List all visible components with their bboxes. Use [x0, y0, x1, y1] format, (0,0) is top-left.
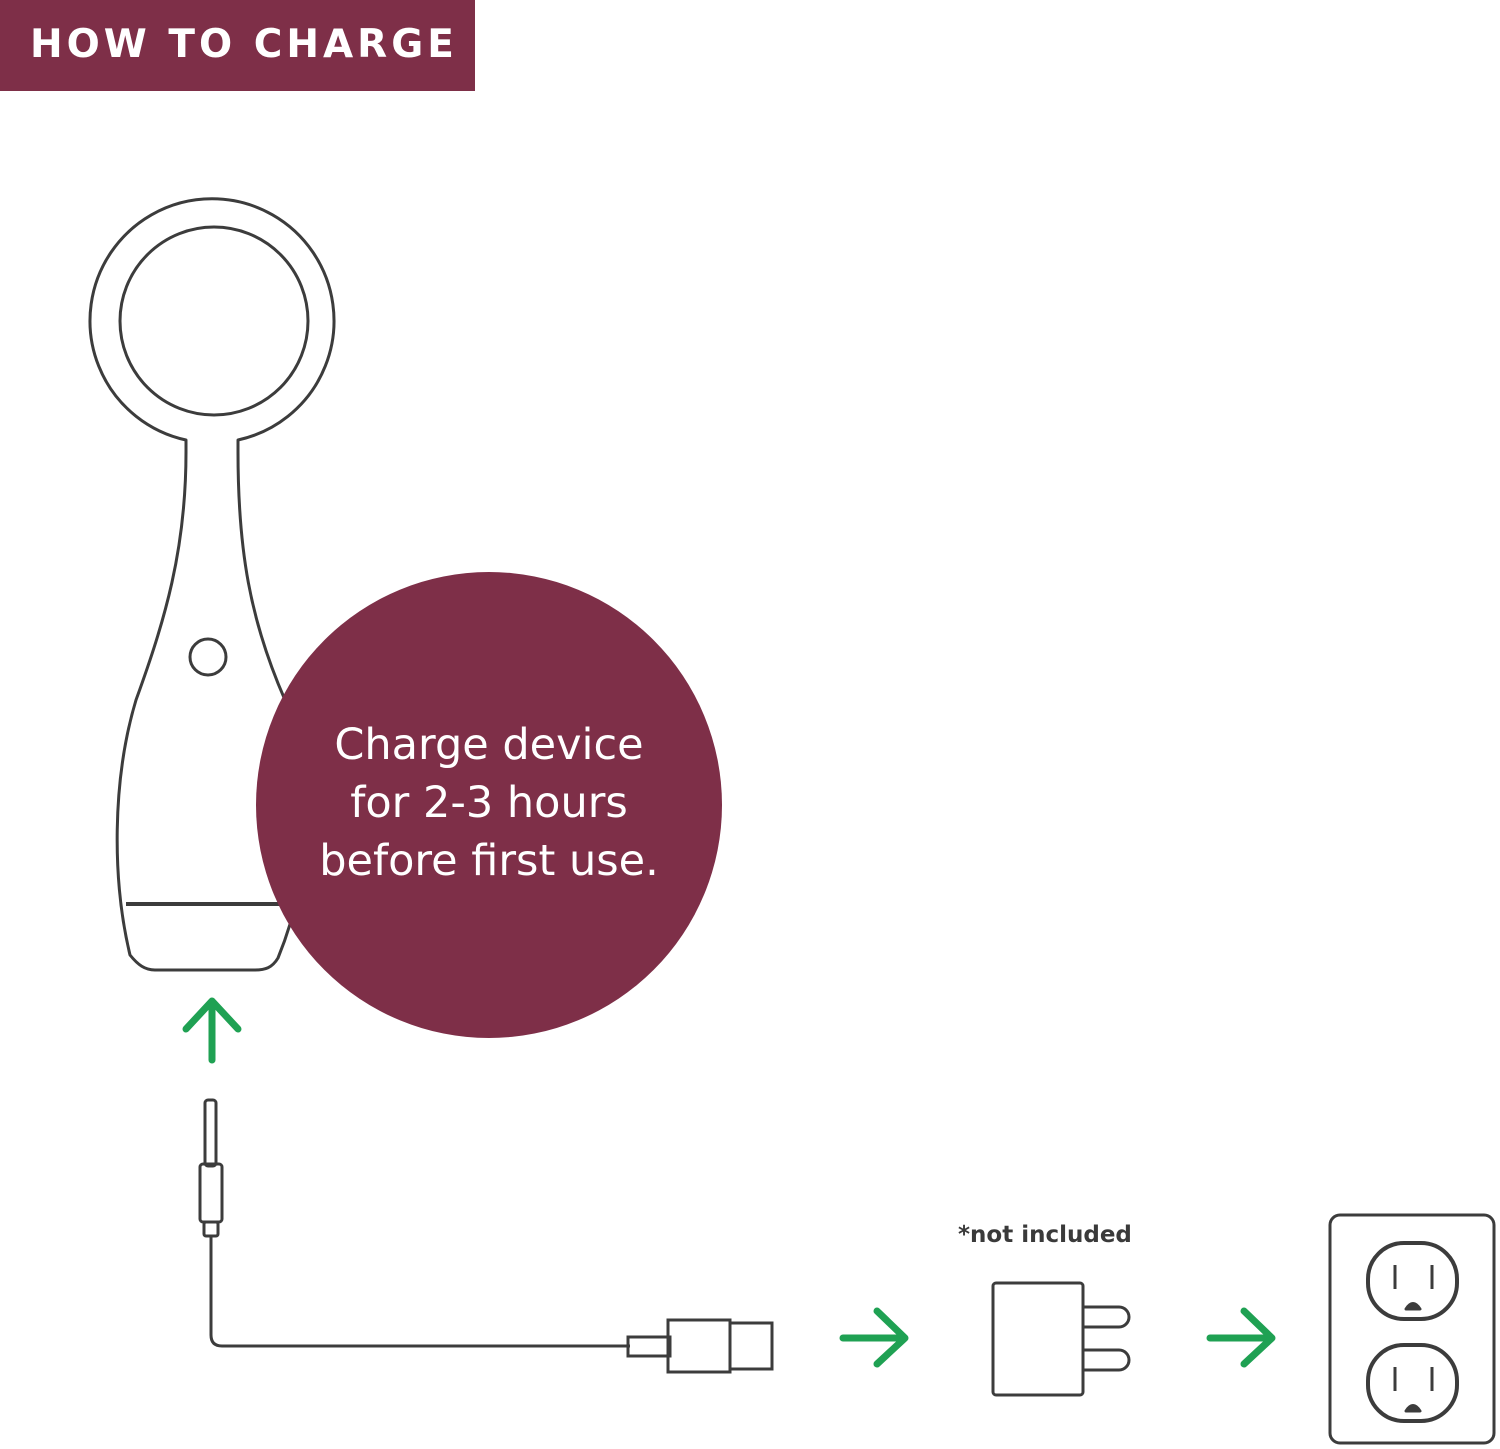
callout-circle: [256, 572, 722, 1038]
arrow-right-icon: [1206, 1307, 1276, 1368]
device-power-button: [188, 637, 228, 677]
charging-cable-icon: [198, 1098, 630, 1348]
callout-line: before first use.: [319, 836, 659, 886]
arrow-right-icon: [839, 1307, 909, 1368]
page-title: HOW TO CHARGE: [30, 22, 458, 67]
device-head-ring: [118, 225, 310, 417]
callout-line: Charge device: [334, 720, 644, 770]
callout-line: for 2-3 hours: [350, 778, 628, 828]
device-icon: [88, 197, 336, 972]
adapter-note: *not included: [958, 1222, 1132, 1248]
usb-plug-icon: [626, 1318, 774, 1374]
wall-adapter-icon: [991, 1281, 1131, 1397]
header-banner: HOW TO CHARGE: [0, 0, 475, 91]
callout-text: Charge device for 2-3 hours before first…: [256, 716, 722, 890]
wall-outlet-icon: [1328, 1213, 1496, 1445]
arrow-up-icon: [182, 997, 242, 1064]
